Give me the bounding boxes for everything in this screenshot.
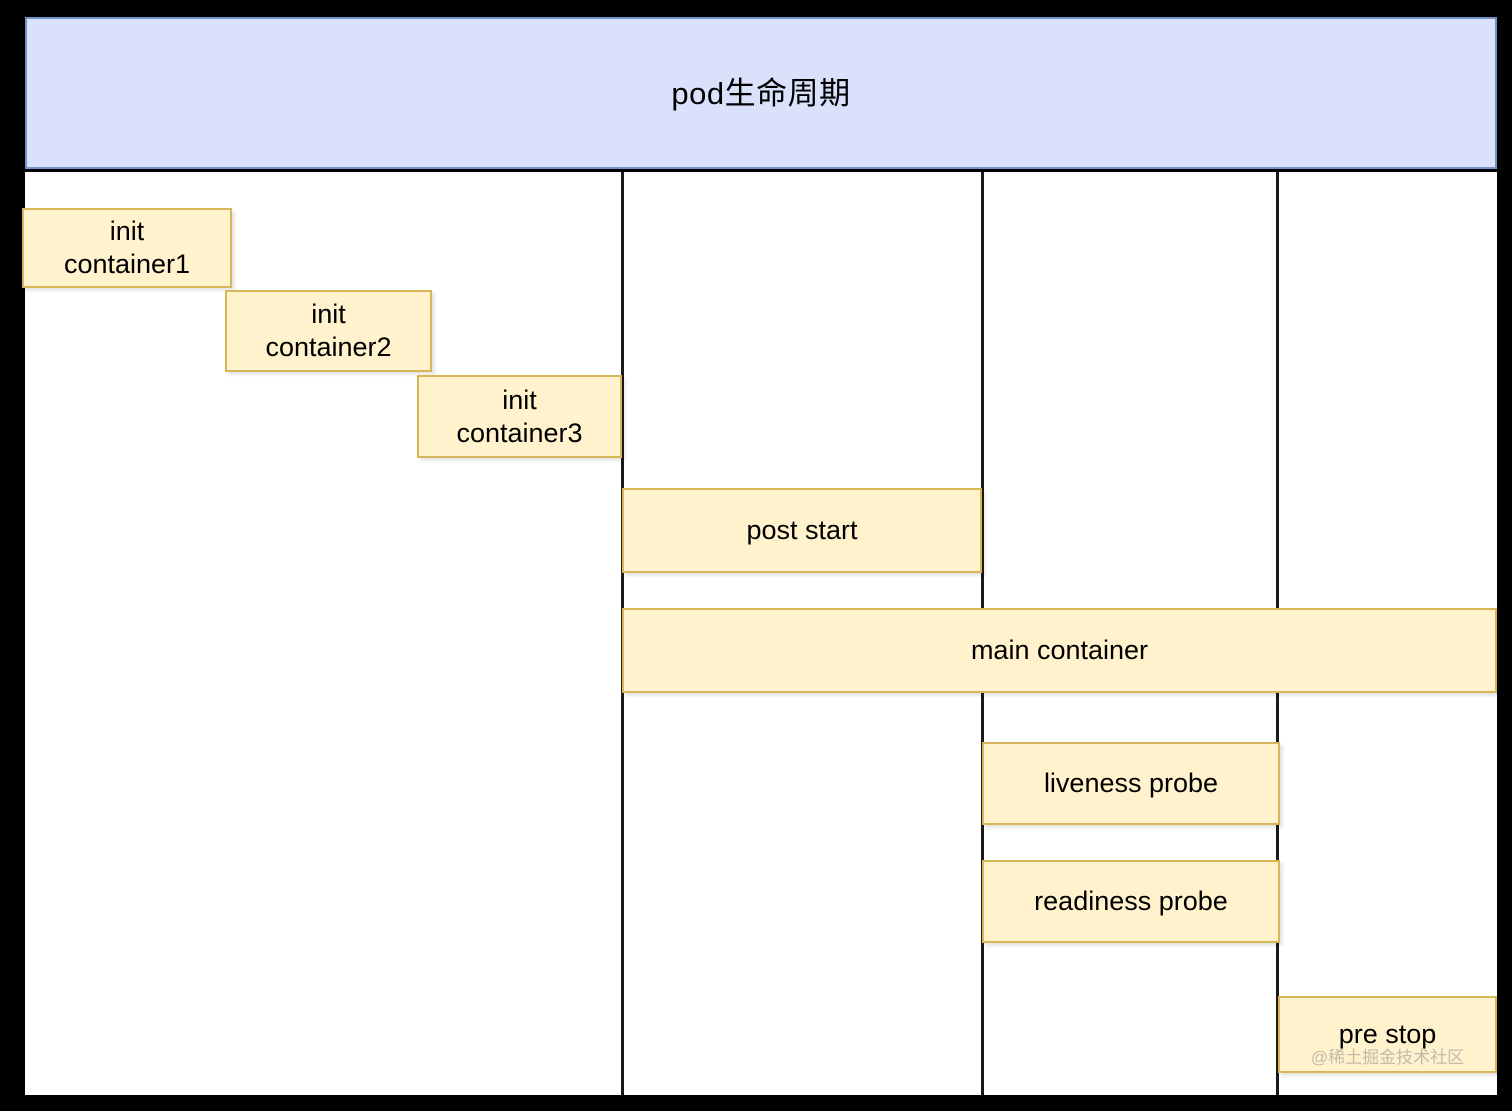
task-box-post-start[interactable]: post start — [622, 488, 982, 573]
task-box-liveness-probe[interactable]: liveness probe — [982, 742, 1280, 825]
task-label: container2 — [265, 332, 392, 362]
task-label: container3 — [456, 417, 583, 448]
task-box-readiness-probe[interactable]: readiness probe — [982, 860, 1280, 943]
task-label: main container — [970, 635, 1149, 666]
task-label: container1 — [63, 249, 191, 279]
task-label: init — [311, 299, 346, 330]
task-label: readiness probe — [1034, 886, 1228, 917]
task-box-pre-stop[interactable]: pre stop@稀土掘金技术社区 — [1278, 996, 1497, 1073]
watermark-text: @稀土掘金技术社区 — [1310, 1048, 1465, 1068]
diagram-header: pod生命周期 — [25, 17, 1497, 169]
task-label: init — [109, 216, 145, 247]
task-label: post start — [746, 515, 858, 546]
task-label: liveness probe — [1043, 768, 1219, 799]
task-box-main-container[interactable]: main container — [622, 608, 1497, 693]
task-label: pre stop — [1338, 1019, 1437, 1050]
page-title: pod生命周期 — [671, 75, 851, 111]
task-label: init — [502, 384, 537, 415]
